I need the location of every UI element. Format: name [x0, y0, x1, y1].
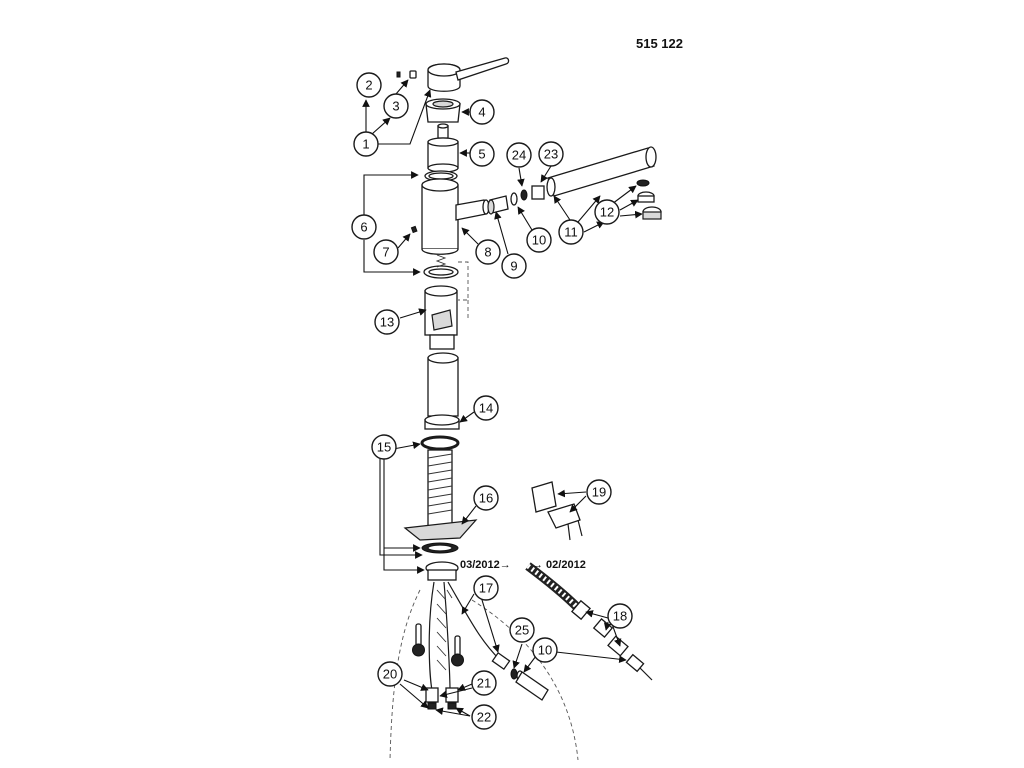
- lever-handle: [427, 57, 510, 92]
- callout-3: 3: [383, 93, 409, 119]
- callout-20: 20: [377, 661, 403, 687]
- svg-text:4: 4: [478, 105, 485, 120]
- cartridge-stem: [437, 123, 449, 139]
- callout-25: 25: [509, 617, 535, 643]
- hose-connector: [515, 671, 549, 701]
- svg-text:20: 20: [383, 667, 397, 682]
- hose-fitting-right: [445, 687, 459, 710]
- callout-12: 12: [594, 199, 620, 225]
- svg-text:22: 22: [477, 710, 491, 725]
- svg-text:5: 5: [478, 147, 485, 162]
- cap-ring: [425, 98, 461, 123]
- callout-15: 15: [371, 434, 397, 460]
- svg-text:10: 10: [532, 233, 546, 248]
- svg-text:9: 9: [510, 259, 517, 274]
- faucet-body: [421, 178, 490, 255]
- callout-19: 19: [586, 479, 612, 505]
- callout-16: 16: [473, 485, 499, 511]
- svg-text:19: 19: [592, 485, 606, 500]
- svg-text:12: 12: [600, 205, 614, 220]
- sleeve: [427, 352, 459, 417]
- mounting-plate: [403, 519, 478, 541]
- callout-13: 13: [374, 309, 400, 335]
- spout-tube: [546, 146, 657, 197]
- o-ring-24: [520, 189, 528, 201]
- nut-23: [531, 185, 545, 200]
- callout-11: 11: [558, 219, 584, 245]
- model-number: 515 122: [636, 36, 683, 51]
- braided-hose: [525, 562, 653, 681]
- svg-text:16: 16: [479, 491, 493, 506]
- svg-text:14: 14: [479, 401, 493, 416]
- leader-lines: [362, 79, 643, 717]
- svg-text:10: 10: [538, 643, 552, 658]
- svg-text:6: 6: [360, 220, 367, 235]
- washer-14: [424, 414, 460, 430]
- svg-text:7: 7: [382, 245, 389, 260]
- seal-washer: [510, 192, 518, 206]
- svg-text:25: 25: [515, 623, 529, 638]
- o-ring-25: [510, 668, 518, 680]
- screw-cover: [409, 70, 417, 79]
- set-screw: [410, 225, 418, 234]
- diverter-unit: [424, 285, 458, 350]
- thermometer-cold-icon: [451, 635, 464, 667]
- date-label-old: 03/2012→: [460, 559, 511, 571]
- svg-text:8: 8: [484, 245, 491, 260]
- grub-screw: [396, 71, 401, 78]
- hose-end-nut: [491, 651, 511, 671]
- callout-8: 8: [475, 239, 501, 265]
- svg-text:18: 18: [613, 609, 627, 624]
- callout-22: 22: [471, 704, 497, 730]
- svg-text:17: 17: [479, 581, 493, 596]
- cartridge: [427, 137, 459, 173]
- aerator-insert: [637, 191, 655, 203]
- svg-text:3: 3: [392, 99, 399, 114]
- supply-hoses: [428, 581, 501, 691]
- thermometer-hot-icon: [412, 623, 425, 657]
- svg-text:23: 23: [544, 147, 558, 162]
- aerator-housing: [642, 206, 662, 220]
- svg-text:24: 24: [512, 148, 526, 163]
- svg-text:21: 21: [477, 676, 491, 691]
- callout-9: 9: [501, 253, 527, 279]
- date-label-new: → 02/2012: [532, 559, 586, 571]
- callout-2: 2: [356, 72, 382, 98]
- svg-text:11: 11: [564, 225, 578, 240]
- callout-10-lower: 10: [532, 637, 558, 663]
- svg-text:15: 15: [377, 440, 391, 455]
- threaded-rod: [427, 449, 453, 527]
- callout-14: 14: [473, 395, 499, 421]
- spout-connector: [487, 195, 509, 215]
- callout-1: 1: [353, 131, 379, 157]
- callout-18: 18: [607, 603, 633, 629]
- callout-23: 23: [538, 141, 564, 167]
- callout-5: 5: [469, 141, 495, 167]
- handle-kit: [531, 481, 583, 541]
- svg-text:2: 2: [365, 78, 372, 93]
- svg-text:1: 1: [362, 137, 369, 152]
- callout-10: 10: [526, 227, 552, 253]
- aerator-washer: [636, 179, 650, 187]
- svg-text:13: 13: [380, 315, 394, 330]
- callout-24: 24: [506, 142, 532, 168]
- callout-21: 21: [471, 670, 497, 696]
- callout-17: 17: [473, 575, 499, 601]
- hose-fitting-left: [425, 687, 439, 710]
- callout-7: 7: [373, 239, 399, 265]
- callout-4: 4: [469, 99, 495, 125]
- o-ring-15: [420, 435, 460, 451]
- callout-6: 6: [351, 214, 377, 240]
